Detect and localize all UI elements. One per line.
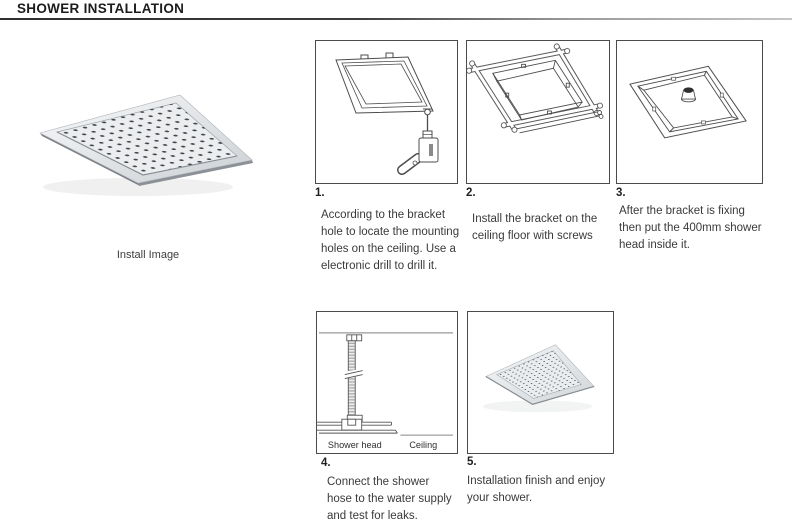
hose-connection-drawing: Shower head Ceiling (317, 332, 454, 450)
step2-illustration (466, 40, 610, 184)
step1-text: According to the bracket hole to locate … (321, 209, 460, 272)
step2-number: 2. (466, 187, 476, 199)
step4-number: 4. (321, 457, 331, 469)
drill-icon (397, 108, 439, 175)
nozzle-dots (57, 103, 237, 175)
header-divider (0, 18, 792, 20)
step4-text: Connect the shower hose to the water sup… (327, 476, 452, 522)
step3-illustration (616, 40, 763, 184)
bracket-frame (492, 59, 604, 134)
bracket-rails (467, 43, 603, 133)
panel-and-drill-drawing (335, 52, 439, 175)
step1-number: 1. (315, 187, 325, 199)
step2-text: Install the bracket on the ceiling floor… (472, 213, 598, 242)
step1-illustration (315, 40, 458, 184)
shower-head-label: Shower head (328, 440, 382, 450)
install-image-photo (39, 94, 253, 196)
water-connector-icon (680, 87, 697, 103)
step5-number: 5. (467, 456, 477, 468)
step3-text: After the bracket is fixing then put the… (619, 205, 762, 251)
finished-shower-photo (482, 344, 595, 413)
step4-illustration: Shower head Ceiling (316, 311, 458, 454)
page-title: SHOWER INSTALLATION (17, 1, 185, 16)
step3-number: 3. (616, 187, 626, 199)
bracket-rails-drawing (467, 43, 604, 134)
photo-shadow (43, 178, 233, 196)
install-image-caption: Install Image (116, 249, 180, 261)
step5-text: Installation finish and enjoy your showe… (467, 475, 606, 504)
step5-illustration (467, 311, 614, 454)
mounting-bracket (317, 418, 398, 434)
frame-with-connector-drawing (629, 65, 747, 139)
ceiling-label: Ceiling (409, 440, 437, 450)
supply-pipe (344, 334, 363, 422)
